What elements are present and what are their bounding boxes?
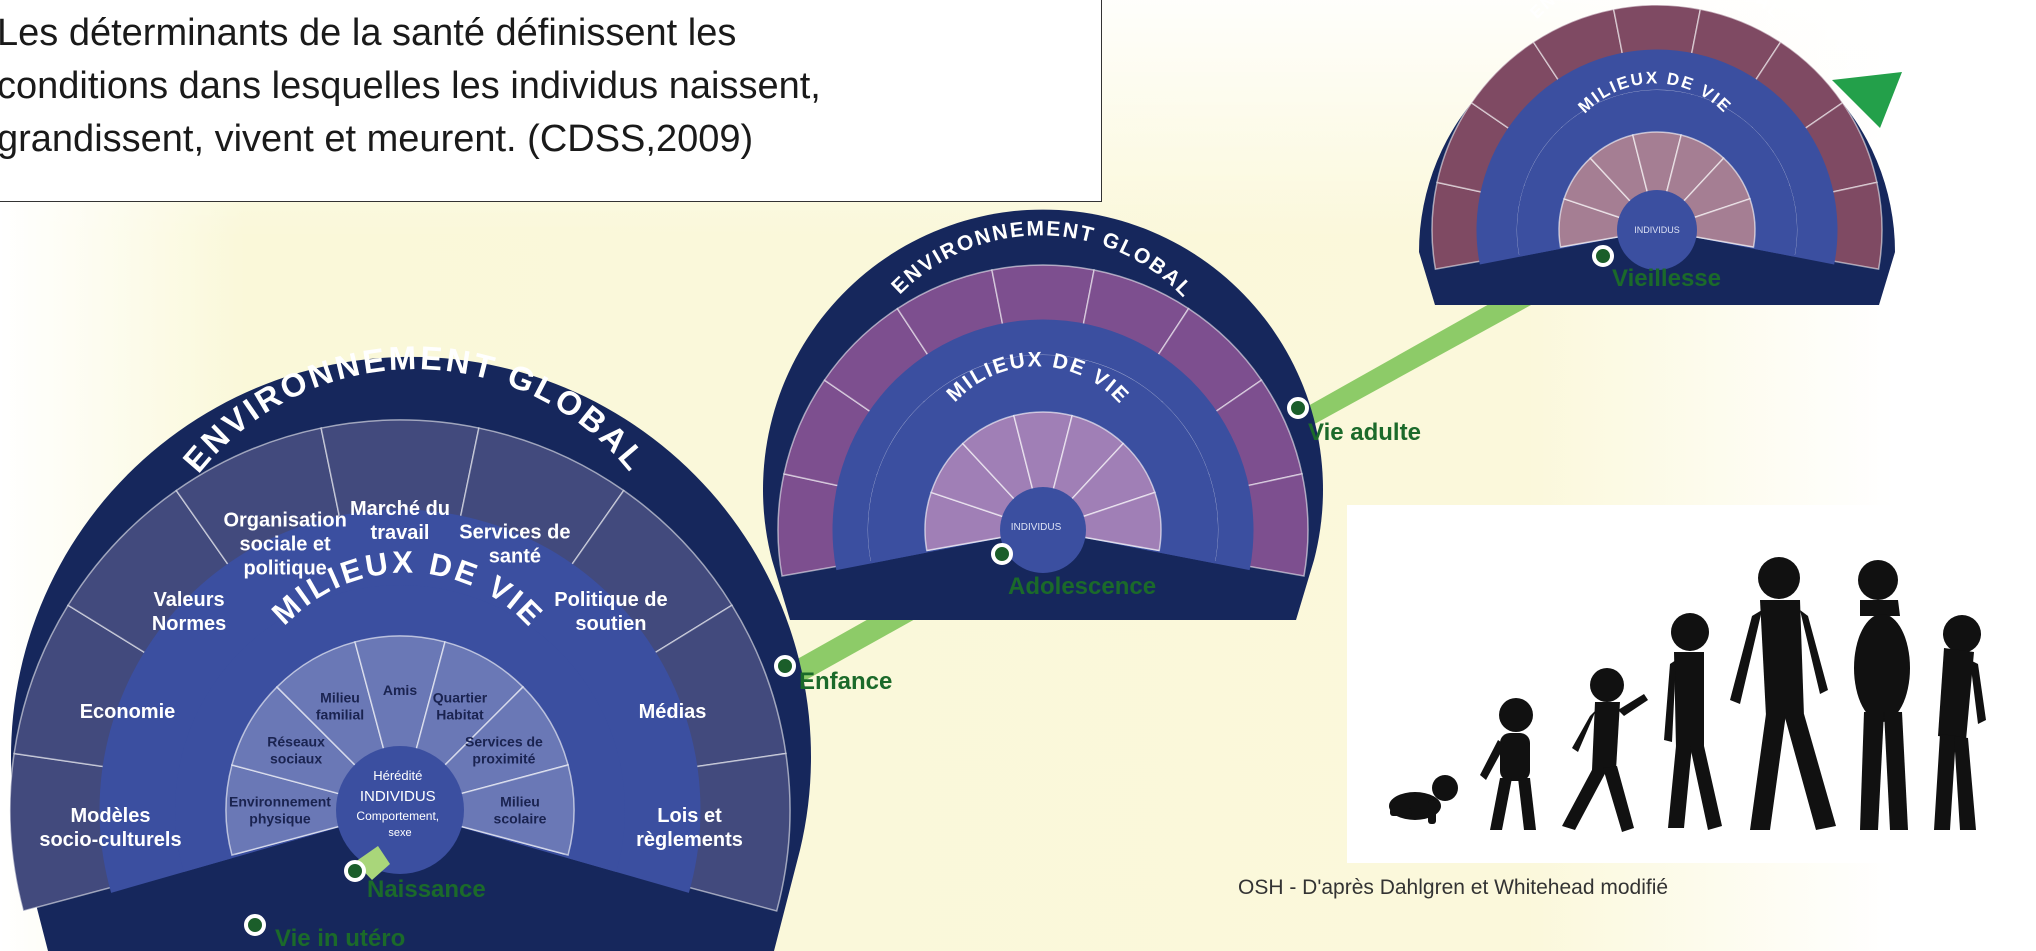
- center-line-3: Comportement,: [356, 809, 439, 823]
- main-middle-ring: [99, 509, 701, 893]
- toddler-silhouette-icon: [1480, 698, 1536, 830]
- fan-adolescence: ENVIRONNEMENT GLOBAL MILIEUX DE VIE INDI…: [762, 209, 1323, 620]
- fan-adolescence-center-label: INDIVIDUS: [1011, 522, 1062, 533]
- stage-markers: [244, 245, 1614, 936]
- quote-line-3: grandissent, vivent et meurent. (CDSS,20…: [0, 118, 754, 160]
- fan-vieillesse: ENVIRONNEMENT GLOBAL MILIEUX DE VIE INDI…: [1419, 0, 1895, 305]
- center-line-1: Hérédité: [373, 768, 422, 783]
- fan-vieillesse-center: [1617, 190, 1697, 270]
- label-enfance: Enfance: [799, 668, 892, 695]
- main-milieux-band: [175, 585, 625, 873]
- fan-adolescence-center: [1000, 487, 1086, 573]
- fan-vieillesse-sectors: [1431, 4, 1883, 270]
- ramp-segment-naissance: [355, 846, 390, 880]
- age-silhouettes: [1389, 557, 1986, 832]
- adol-milieux-band: [868, 355, 1218, 564]
- label-adolescence: Adolescence: [1008, 573, 1156, 600]
- main-outer-sector-label-2: Economie: [80, 701, 176, 723]
- marker-enfance: [774, 655, 796, 677]
- teen-silhouette-icon: [1664, 613, 1722, 830]
- fan-vieillesse-center-label: INDIVIDUS: [1634, 225, 1680, 235]
- marker-vieillesse: [1592, 245, 1614, 267]
- marker-vie-in-utero: [244, 914, 266, 936]
- fan-main: ENVIRONNEMENT GLOBAL MILIEUX DE VIE Modè…: [9, 339, 811, 951]
- marker-naissance: [344, 860, 366, 882]
- quote-line-2: conditions dans lesquelles les individus…: [0, 65, 821, 107]
- middle-aged-silhouette-icon: [1854, 560, 1910, 830]
- old-milieux-band: [1517, 90, 1797, 257]
- fan-main-center: [336, 746, 464, 874]
- ramp-arrow: [1832, 72, 1902, 128]
- main-outer-sector-label-8: Médias: [639, 701, 707, 723]
- quote-line-1: Les déterminants de la santé définissent…: [0, 12, 737, 54]
- center-line-2: INDIVIDUS: [360, 788, 436, 805]
- fan-adolescence-sectors: [777, 264, 1309, 577]
- definition-quote-box: Les déterminants de la santé définissent…: [0, 0, 1102, 202]
- old-middle-ring: [1476, 49, 1838, 265]
- baby-silhouette-icon: [1389, 775, 1458, 824]
- adult-silhouette-icon: [1730, 557, 1836, 830]
- main-middle-sector-label-4: Amis: [383, 682, 417, 698]
- label-vieillesse: Vieillesse: [1612, 265, 1721, 292]
- label-vie-adulte: Vie adulte: [1308, 419, 1421, 446]
- marker-vie-adulte: [1287, 397, 1309, 419]
- label-vie-in-utero: Vie in utéro: [275, 925, 405, 951]
- fan-main-center-text: Hérédité INDIVIDUS Comportement, sexe: [356, 767, 443, 839]
- stage-labels: Vie in utéro Naissance Enfance Adolescen…: [275, 265, 1721, 951]
- marker-adolescence: [991, 543, 1013, 565]
- label-naissance: Naissance: [367, 876, 486, 903]
- center-line-4: sexe: [388, 827, 411, 839]
- source-caption: OSH - D'après Dahlgren et Whitehead modi…: [1238, 876, 1669, 899]
- adol-middle-ring: [832, 319, 1254, 571]
- elderly-silhouette-icon: [1934, 615, 1986, 830]
- child-silhouette-icon: [1562, 668, 1648, 832]
